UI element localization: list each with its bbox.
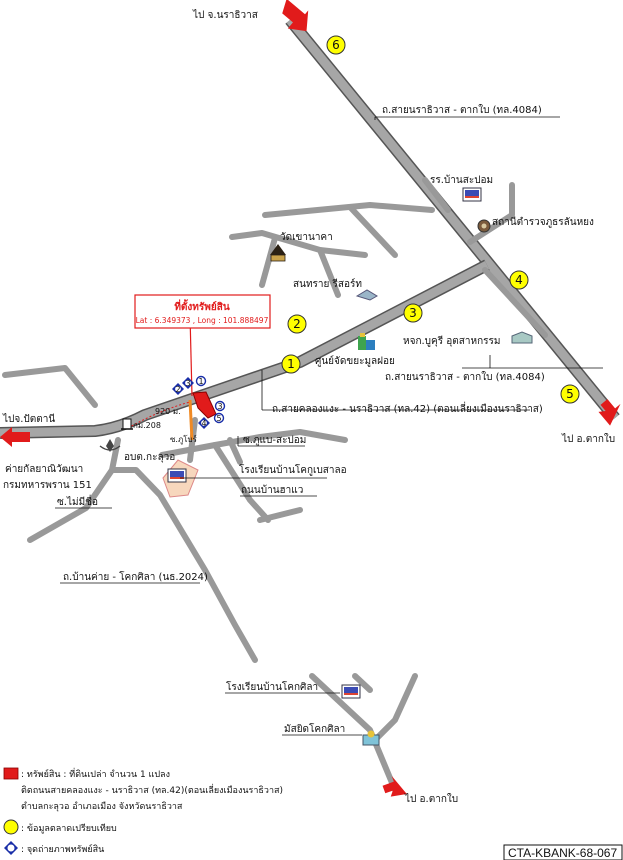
garbage-center-icon xyxy=(358,333,375,350)
road-ban-khai-khoksila: ถ.บ้านค่าย - โคกศิลา (นธ.2024) xyxy=(63,570,208,583)
soi-mai-mee-chue: ซ.ไม่มีชื่อ xyxy=(57,494,98,508)
dest-north: ไป จ.นราธิวาส xyxy=(192,9,258,21)
comparable-markers: 1 2 3 4 5 6 xyxy=(281,35,580,404)
comparable-1: 1 xyxy=(281,354,301,374)
factory-icon xyxy=(511,331,533,344)
svg-text:5: 5 xyxy=(216,414,221,423)
arrow-west-icon xyxy=(0,427,30,447)
svg-text:2: 2 xyxy=(293,317,301,331)
place-police: สถานีตำรวจภูธรลันหยง xyxy=(492,216,594,228)
school-icon xyxy=(462,187,482,202)
mosque-icon xyxy=(362,730,380,746)
reference-code: CTA-KBANK-68-067 xyxy=(508,846,617,860)
legend-photo: : จุดถ่ายภาพทรัพย์สิน xyxy=(21,843,104,855)
svg-text:1: 1 xyxy=(287,357,295,371)
leader-lines xyxy=(55,116,603,736)
svg-text:1: 1 xyxy=(198,377,203,386)
svg-text:4: 4 xyxy=(515,273,523,287)
legend: : ทรัพย์สิน : ที่ดินเปล่า จำนวน 1 แปลง ต… xyxy=(3,767,283,855)
place-school-kok-bessalo: โรงเรียนบ้านโคกูเบสาลอ xyxy=(239,463,347,476)
dest-southeast: ไป อ.ตากใบ xyxy=(561,433,615,445)
arrow-north-icon xyxy=(282,0,309,32)
dest-south-bottom: ไป อ.ตากใบ xyxy=(404,793,458,805)
svg-text:2: 2 xyxy=(175,385,180,394)
place-military-1: ค่ายกัลยาณิวัฒนา xyxy=(5,464,83,475)
photo-points: 2 3 1 4 5 3 xyxy=(172,375,226,429)
svg-text:3: 3 xyxy=(409,306,417,320)
svg-text:6: 6 xyxy=(332,38,340,52)
comparable-5: 5 xyxy=(560,384,580,404)
place-military-2: กรมทหารพราน 151 xyxy=(3,480,92,491)
arrow-southeast-icon xyxy=(598,399,621,426)
property-parcel xyxy=(192,391,217,419)
reference-code-box: CTA-KBANK-68-067 xyxy=(503,844,623,860)
comparable-3: 3 xyxy=(403,303,423,323)
comparable-6: 6 xyxy=(326,35,346,55)
place-wat: วัดเขานาคา xyxy=(280,232,333,243)
emblem-icon xyxy=(99,439,121,452)
temple-icon xyxy=(270,244,286,262)
legend-property-3: ตำบลกะลุวอ อำเภอเมือง จังหวัดนราธิวาส xyxy=(21,801,183,812)
property-title: ที่ตั้งทรัพย์สิน xyxy=(174,299,229,313)
road-4084-bottom: ถ.สายนราธิวาส - ตากใบ (ทล.4084) xyxy=(385,371,545,383)
svg-text:5: 5 xyxy=(566,387,574,401)
svg-text:4: 4 xyxy=(201,419,206,428)
svg-text:3: 3 xyxy=(185,379,190,388)
distance-line xyxy=(127,401,191,429)
school-khoksila-icon xyxy=(341,684,361,699)
highway-4084 xyxy=(285,16,620,422)
road-4084-top: ถ.สายนราธิวาส - ตากใบ (ทล.4084) xyxy=(382,104,542,116)
place-obortor: อบต.กะลุวอ xyxy=(124,452,175,463)
resort-icon xyxy=(355,289,378,301)
road-ban-hawae: ถนนบ้านฮาแว xyxy=(241,484,303,496)
place-resort: สนทราย รีสอร์ท xyxy=(293,278,362,290)
place-garbage: ศูนย์จัดขยะมูลฝอย xyxy=(315,355,395,367)
legend-property-1: : ทรัพย์สิน : ที่ดินเปล่า จำนวน 1 แปลง xyxy=(21,767,170,780)
place-mosque: มัสยิดโคกศิลา xyxy=(284,722,345,735)
soi-phubae: ซ.ภูแบ-สะปอม xyxy=(243,435,306,446)
km-marker-label: กม.208 xyxy=(133,421,161,430)
minor-roads xyxy=(2,177,548,793)
svg-text:3: 3 xyxy=(217,402,222,411)
legend-property-2: ติดถนนสายคลองแงะ - นราธิวาส (ทล.42)(ตอนเ… xyxy=(21,783,283,796)
legend-comparables: : ข้อมูลตลาดเปรียบเทียบ xyxy=(21,823,117,834)
distance-label: 920 ม. xyxy=(155,407,181,416)
soi-phuborn: ซ.ภูโบร์ xyxy=(170,434,198,445)
km-marker: กม.208 xyxy=(121,418,161,430)
comparable-4: 4 xyxy=(509,270,529,290)
school-kok-bessalo-area xyxy=(162,459,199,498)
property-coords: Lat : 6.349373 , Long : 101.888497 xyxy=(136,316,269,325)
place-school-khoksila: โรงเรียนบ้านโคกศิลา xyxy=(226,680,318,693)
place-school-saparm: รร.บ้านสะปอม xyxy=(430,174,493,186)
comparable-2: 2 xyxy=(287,314,307,334)
dest-west: ไปจ.ปัตตานี xyxy=(2,413,55,425)
police-station-icon xyxy=(477,219,491,233)
property-callout: ที่ตั้งทรัพย์สิน Lat : 6.349373 , Long :… xyxy=(134,294,271,329)
place-industrial: หจก.บูคุรี อุตสาหกรรม xyxy=(403,335,500,347)
road-42: ถ.สายคลองแงะ - นราธิวาส (ทล.42) (ตอนเลี่… xyxy=(272,401,543,415)
arrow-south-bottom-icon xyxy=(382,776,407,797)
